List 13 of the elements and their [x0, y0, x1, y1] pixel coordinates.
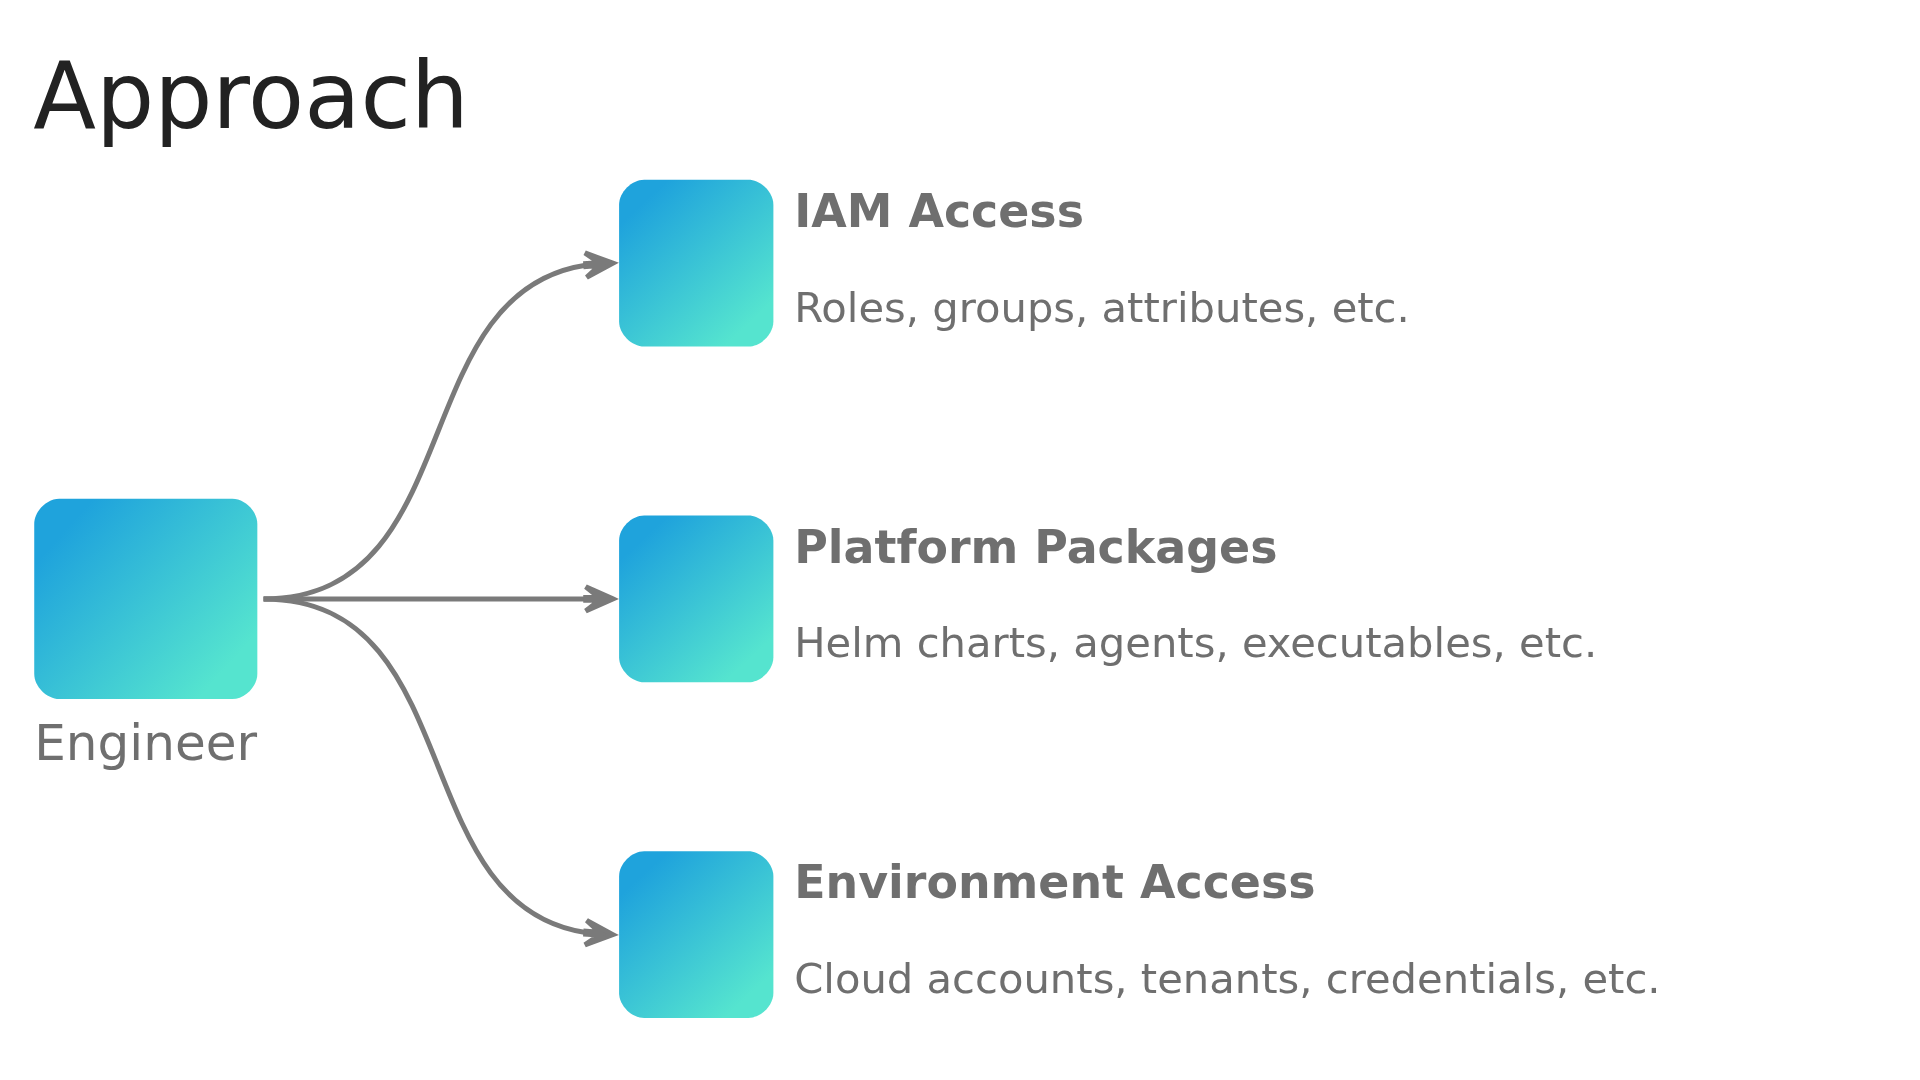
node-label: Environment Access [794, 854, 1316, 909]
node-label: IAM Access [794, 183, 1084, 238]
node-label: Platform Packages [794, 519, 1278, 574]
diagram-title: Approach [33, 42, 469, 150]
node-label: Helm charts, agents, executables, etc. [794, 617, 1598, 667]
node-box [34, 498, 258, 699]
node-label: Engineer [34, 713, 258, 772]
node-box [619, 179, 774, 347]
node-box [619, 850, 774, 1018]
node-label: Cloud accounts, tenants, credentials, etc. [794, 953, 1661, 1003]
arrow [263, 595, 616, 947]
node-label: Roles, groups, attributes, etc. [794, 282, 1410, 332]
node-box [619, 515, 774, 682]
